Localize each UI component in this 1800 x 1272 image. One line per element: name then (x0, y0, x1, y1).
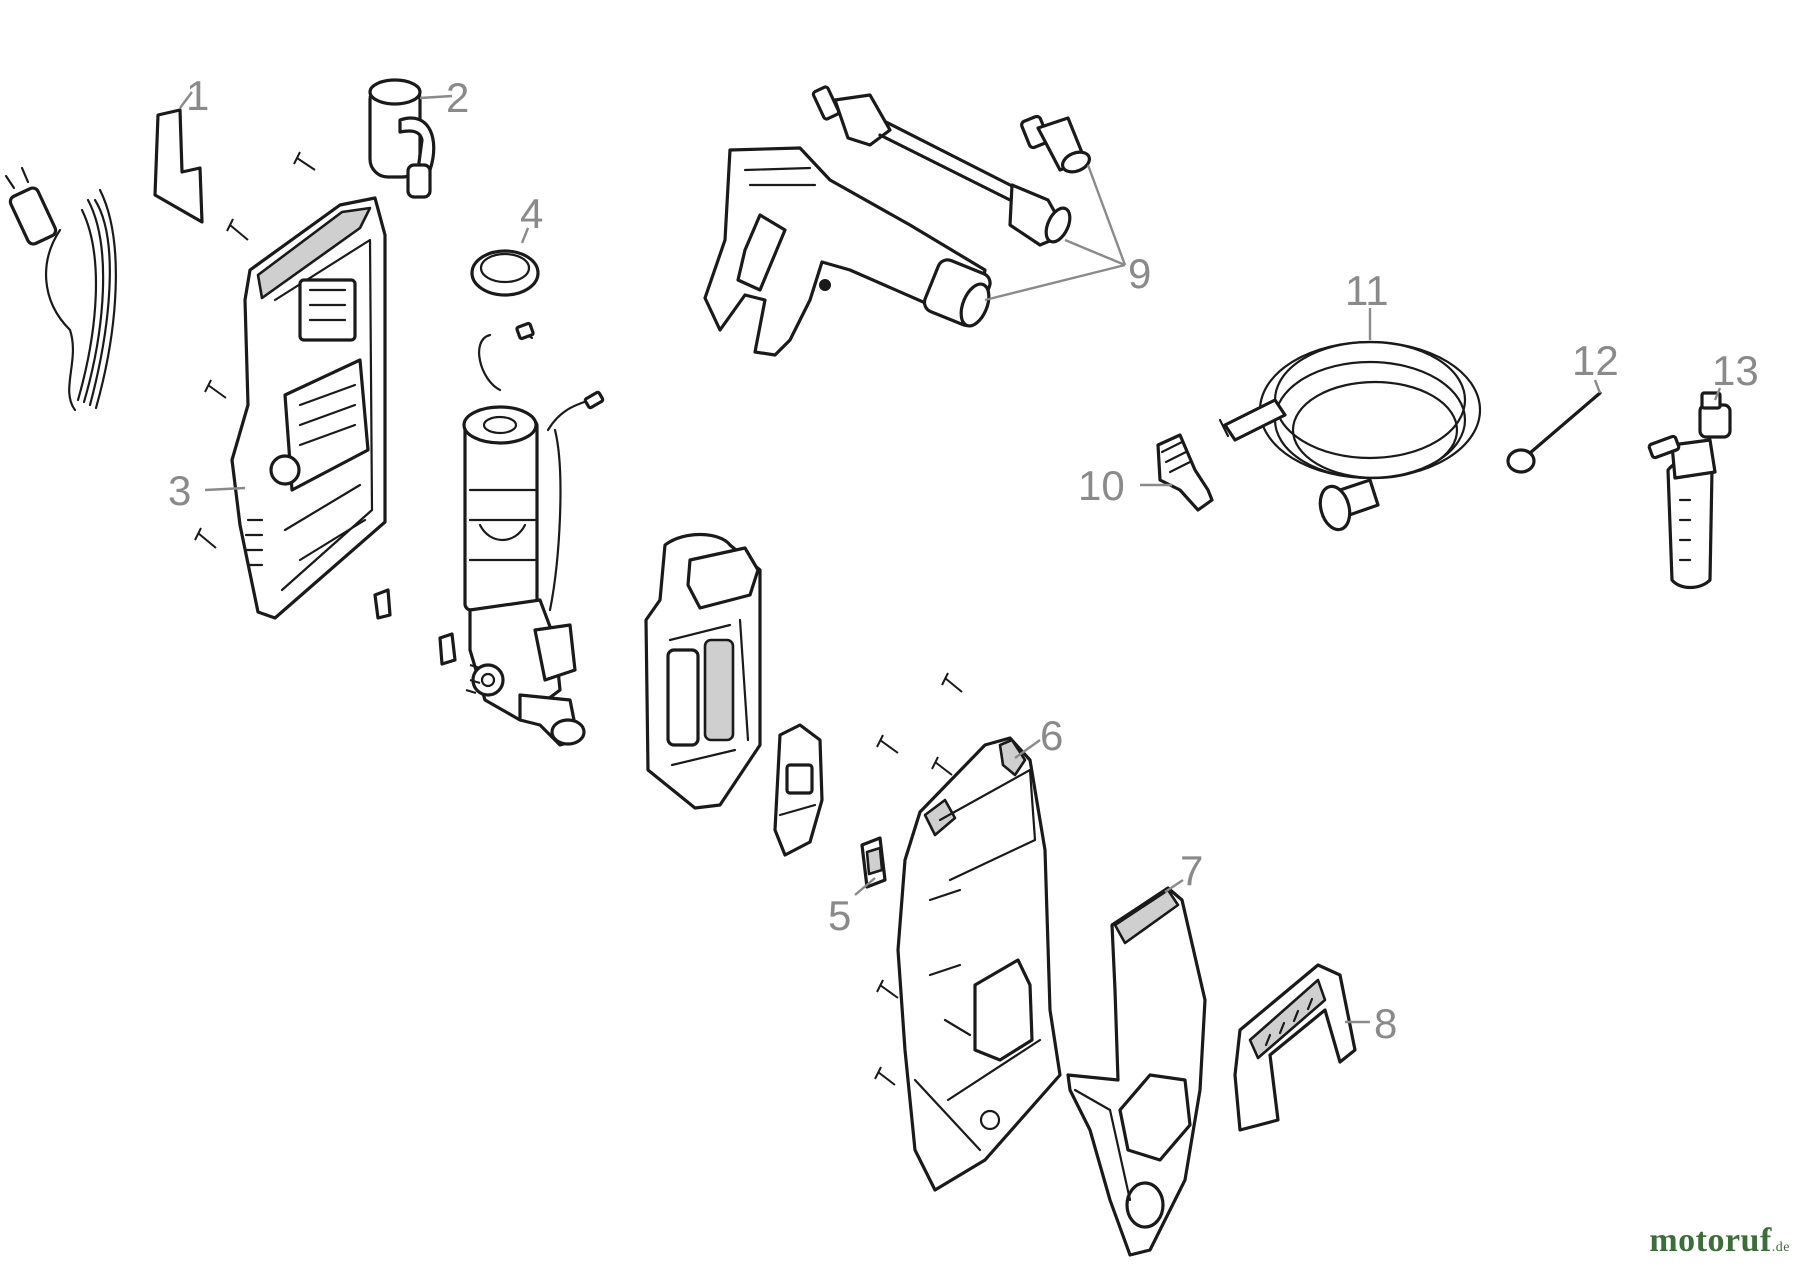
carry-handle (1233, 963, 1357, 1132)
callout-7: 7 (1180, 847, 1203, 894)
callout-2: 2 (446, 74, 469, 121)
power-cord (4, 166, 117, 412)
brand-suffix: .de (1771, 1240, 1790, 1255)
spray-gun (703, 146, 992, 357)
screws (194, 151, 963, 1086)
rocker-switch (860, 836, 887, 889)
cleaning-needle (1506, 391, 1602, 474)
callout-5: 5 (828, 892, 851, 939)
callout-4: 4 (520, 190, 543, 237)
brand-logo: motoruf.de (1649, 1222, 1790, 1260)
front-housing (896, 736, 1062, 1192)
callout-13: 13 (1712, 347, 1759, 394)
callout-3: 3 (168, 467, 191, 514)
high-pressure-hose (1218, 340, 1482, 532)
callout-10: 10 (1078, 462, 1125, 509)
callout-1: 1 (186, 72, 209, 119)
rear-housing (230, 196, 387, 620)
accessory-holder (368, 78, 436, 199)
seal-ring (470, 249, 540, 297)
callout-8: 8 (1374, 1000, 1397, 1047)
inlet-adapter (1156, 433, 1214, 512)
motor-pump-assembly (462, 321, 605, 747)
foam-bottle (1647, 391, 1732, 590)
spray-nozzle (1020, 114, 1092, 174)
leader-lines (179, 91, 1722, 1024)
hook-clip (153, 108, 204, 224)
callout-12: 12 (1572, 337, 1619, 384)
callout-11: 11 (1345, 267, 1389, 314)
switch-bracket (773, 723, 824, 857)
front-cover (1066, 886, 1207, 1257)
callout-6: 6 (1040, 712, 1063, 759)
brand-name: motoruf (1649, 1222, 1772, 1259)
callout-9: 9 (1128, 250, 1151, 297)
spray-lance (811, 85, 1072, 247)
tank-cover (644, 532, 762, 810)
callout-labels: 1 2 3 4 5 6 7 8 9 10 11 12 13 (168, 72, 1759, 1047)
small-clips (373, 588, 481, 694)
